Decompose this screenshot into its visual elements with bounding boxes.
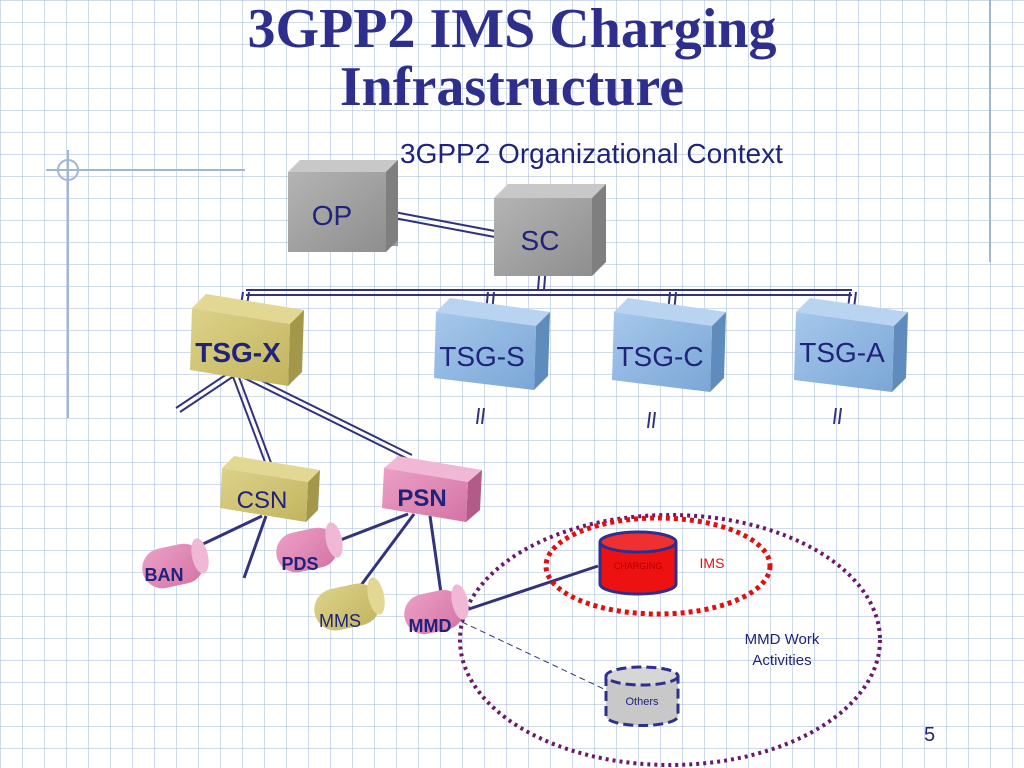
sc-box: SC	[494, 184, 606, 276]
mms-label: MMS	[319, 611, 361, 631]
charging-database: CHARGING	[598, 530, 678, 596]
others-database: Others	[604, 665, 680, 728]
tsg-x-label: TSG-X	[195, 337, 281, 368]
tsg-c-box: TSG-C	[612, 298, 726, 392]
ban-node: BAN	[142, 538, 209, 589]
mmd-work-boundary	[458, 513, 882, 767]
others-label: Others	[625, 696, 659, 708]
tsg-x-box: TSG-X	[190, 294, 304, 386]
op-box: OP	[288, 160, 398, 252]
ban-label: BAN	[145, 565, 184, 585]
mmd-node: MMD	[404, 584, 469, 636]
slide-title: 3GPP2 IMS Charging Infrastructure	[0, 0, 1024, 116]
slide-subtitle: 3GPP2 Organizational Context	[400, 138, 783, 169]
page-number: 5	[924, 724, 936, 746]
mmd-work-label-line1: MMD Work	[745, 631, 820, 648]
slide-decoration	[46, 0, 991, 418]
ims-boundary	[543, 515, 773, 617]
psn-label: PSN	[397, 485, 446, 512]
tsg-a-box: TSG-A	[794, 298, 908, 392]
csn-box: CSN	[220, 456, 320, 522]
charging-label: CHARGING	[614, 561, 663, 571]
mmd-label: MMD	[409, 616, 452, 636]
sc-label: SC	[521, 225, 560, 256]
tsg-a-label: TSG-A	[799, 337, 885, 368]
leaf-lines	[181, 512, 599, 614]
csn-label: CSN	[237, 487, 288, 514]
tsg-s-box: TSG-S	[434, 298, 550, 390]
mmd-work-label-line2: Activities	[752, 652, 811, 669]
tsg-c-label: TSG-C	[616, 341, 703, 372]
title-line-1: 3GPP2 IMS Charging	[247, 0, 777, 60]
pds-label: PDS	[281, 554, 318, 574]
connection-lines	[175, 211, 857, 471]
title-line-2: Infrastructure	[339, 56, 685, 118]
psn-box: PSN	[382, 456, 482, 522]
ims-label: IMS	[700, 555, 725, 571]
dashed-link	[461, 621, 607, 691]
tsg-s-label: TSG-S	[439, 341, 525, 372]
pds-node: PDS	[276, 522, 343, 574]
mms-node: MMS	[314, 577, 385, 631]
op-label: OP	[312, 200, 352, 231]
